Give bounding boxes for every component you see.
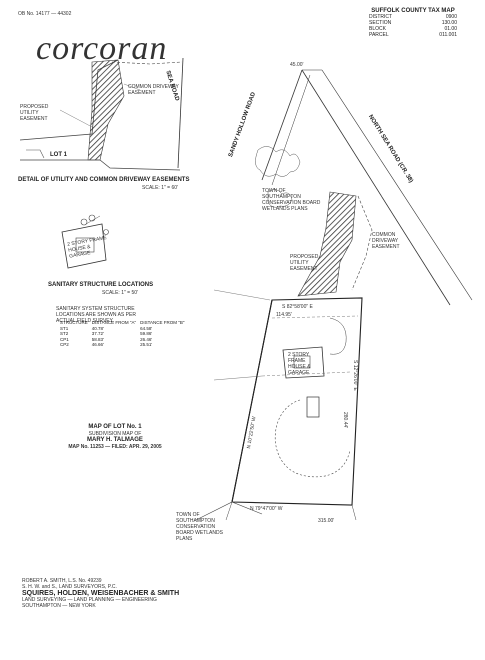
file-number: OB No. 14177 — 44302 [18,11,72,17]
dim-right-bearing: S 12°26'00" E [352,360,358,391]
easement-detail [19,57,184,171]
sanitary-cell: 40.78' [91,325,104,331]
sanitary-header-cell: DISTANCE FROM "B" [140,320,185,325]
surveyor-associates: S. H. W. and S., LAND SURVEYORS, P.C. [22,584,117,590]
sanitary-cell: 59.86' [140,331,153,336]
north-distance: 45.00' [290,62,304,68]
sanitary-header-cell: STRUCTURE [60,320,88,325]
dim-top-bearing: S 82°58'00" E [282,304,313,310]
dim-right-distance: 280.44' [342,412,348,429]
tax-map-row-value: 011.001 [439,32,457,38]
conservation-top-label: TOWN OF SOUTHAMPTON CONSERVATION BOARD W… [262,188,321,212]
map-title-line2: SUBDIVISION MAP OF [88,431,142,437]
tax-map-row-label: DISTRICT [369,14,393,20]
map-title-line3: MARY H. TALMAGE [87,437,143,443]
tax-map-row-value: 0900 [445,14,457,20]
sanitary-header-cell: DISTANCE FROM "A" [91,320,137,325]
sanitary-scale: SCALE: 1" = 50' [102,290,138,296]
tax-map-row: PARCEL 011.001 [363,32,463,38]
sanitary-detail [61,214,109,269]
firm-name: SQUIRES, HOLDEN, WEISENBACHER & SMITH [22,590,180,597]
firm-location: SOUTHAMPTON — NEW YORK [22,603,96,609]
map-title-block: MAP OF LOT No. 1 SUBDIVISION MAP OF MARY… [40,424,190,450]
plan-proposed-utility-label: PROPOSED UTILITY EASEMENT [290,254,319,272]
sanitary-cell: ST1 [60,325,69,331]
firm-services: LAND SURVEYING — LAND PLANNING — ENGINEE… [22,597,157,603]
sanitary-cell: ST2 [60,331,69,336]
tax-map-row: DISTRICT 0900 [363,14,463,20]
site-plan [195,69,473,521]
tax-map-row-value: 01.00 [444,26,457,32]
sanitary-row: ST2 37.72' 59.86' [60,331,189,337]
tax-map-title: SUFFOLK COUNTY TAX MAP [371,8,455,14]
sanitary-row: ST1 40.78' 64.58' [60,326,189,332]
proposed-utility-easement-label: PROPOSED UTILITY EASEMENT [20,104,49,122]
map-title-line1: MAP OF LOT No. 1 [88,424,142,430]
easement-detail-title: DETAIL OF UTILITY AND COMMON DRIVEWAY EA… [18,177,190,183]
dim-bottom-distance: 315.00' [318,518,335,524]
sanitary-note: SANITARY SYSTEM STRUCTURE LOCATIONS ARE … [56,306,136,324]
tax-map-row: BLOCK 01.00 [363,26,463,32]
dim-top-distance: 114.95' [276,312,292,318]
surveyor-name: ROBERT A. SMITH, L.S. No. 49239 [22,578,102,584]
easement-scale: SCALE: 1" = 60' [142,185,178,191]
tax-map-row-value: 130.00 [441,20,457,26]
tax-map-row: SECTION 130.00 [363,20,463,26]
dim-bottom-bearing: N 79°47'00" W [250,506,283,512]
sanitary-cell: CP2 [60,342,69,347]
sanitary-cell: 58.83' [91,336,104,342]
tax-map-row-label: PARCEL [369,32,389,38]
tax-map-row-label: BLOCK [369,26,386,32]
sanitary-cell: 26.46' [140,336,153,342]
sanitary-cell: 25.51' [140,342,153,347]
common-driveway-easement-label: COMMON DRIVEWAY EASEMENT [128,84,179,96]
plan-house-label: 2 STORY FRAME HOUSE & GARAGE [288,352,311,376]
sanitary-cell: 46.66' [91,342,104,347]
sanitary-cell: 64.58' [140,325,153,331]
surveyor-block: ROBERT A. SMITH, L.S. No. 49239 S. H. W.… [22,578,262,609]
sanitary-title: SANITARY STRUCTURE LOCATIONS [48,282,154,288]
sanitary-row: CP2 46.66' 25.51' [60,342,189,348]
sanitary-row: CP1 58.83' 26.46' [60,337,189,343]
tax-map-row-label: SECTION [369,20,392,26]
map-title-line4: MAP No. 11253 — FILED: APR. 29, 2005 [68,444,162,450]
lot-1-label: LOT 1 [50,152,68,158]
conservation-bottom-label: TOWN OF SOUTHAMPTON CONSERVATION BOARD W… [176,512,223,542]
sanitary-cell: 37.72' [91,331,104,336]
plan-common-driveway-label: COMMON DRIVEWAY EASEMENT [372,232,400,250]
corcoran-logo: corcoran [36,30,168,67]
sanitary-cell: CP1 [60,336,69,342]
